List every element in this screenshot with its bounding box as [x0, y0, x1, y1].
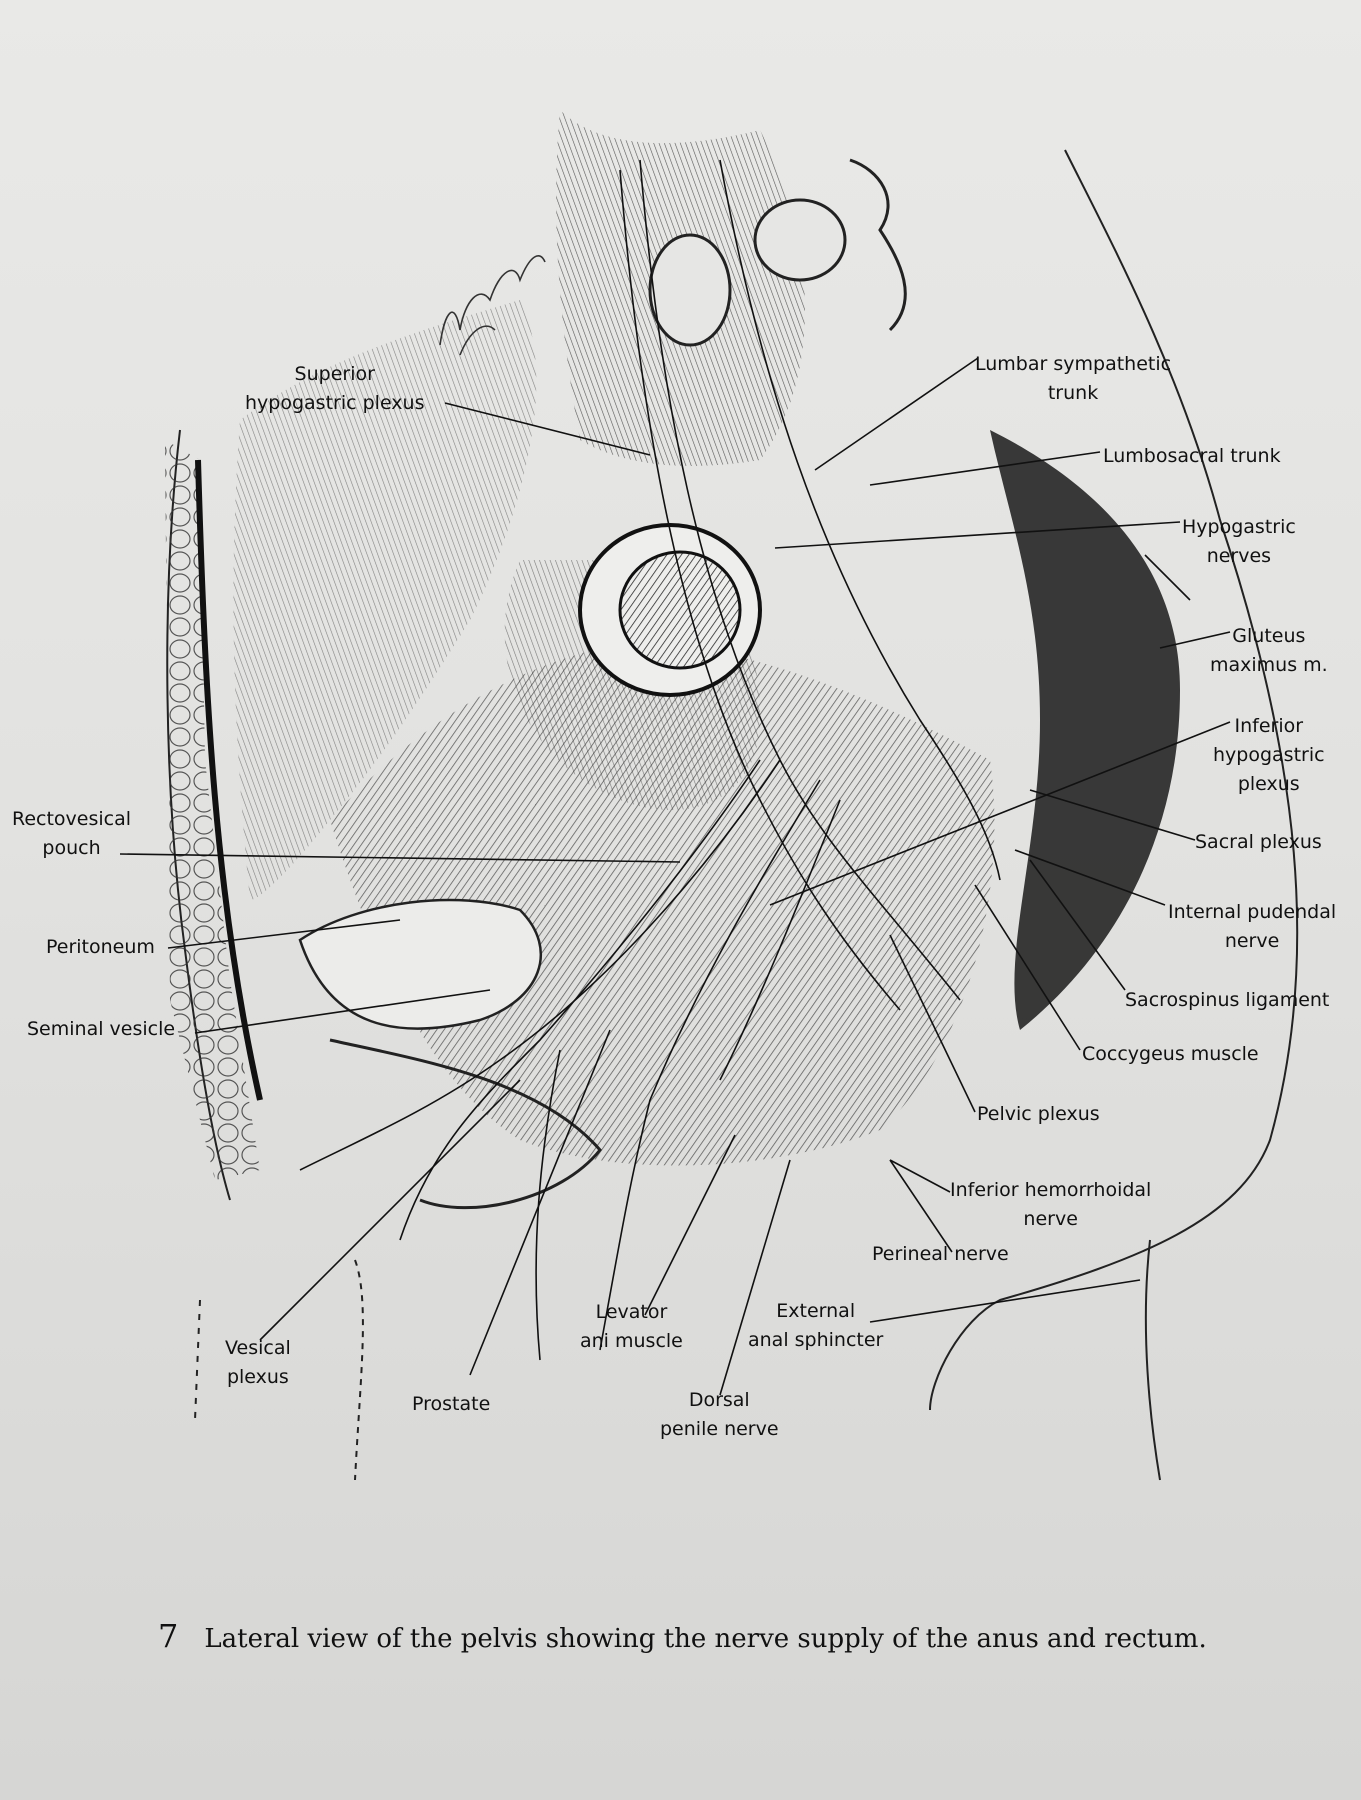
bladder-area	[298, 898, 602, 1210]
label-hypogastric-nerves: Hypogastric nerves	[1182, 516, 1296, 567]
pelvic-wall	[233, 300, 1180, 1166]
label-prostate: Prostate	[412, 1393, 491, 1415]
label-inferior-hypogastric-plexus: Inferior hypogastric plexus	[1213, 715, 1325, 795]
label-inferior-hemorrhoidal-nerve: Inferior hemorrhoidal nerve	[950, 1179, 1152, 1230]
body-outline-right	[194, 149, 1299, 1481]
leader-lines	[119, 357, 1231, 1396]
spine-vessels	[556, 110, 907, 466]
label-sacrospinus-ligament: Sacrospinus ligament	[1125, 989, 1330, 1011]
label-lumbar-sympathetic-trunk: Lumbar sympathetic trunk	[975, 353, 1172, 404]
label-lumbosacral-trunk: Lumbosacral trunk	[1103, 445, 1281, 467]
artist-signature	[439, 255, 546, 356]
label-superior-hypogastric-plexus: Superior hypogastric plexus	[245, 363, 425, 414]
label-internal-pudendal-nerve: Internal pudendal nerve	[1168, 901, 1337, 952]
label-rectovesical-pouch: Rectovesical pouch	[12, 808, 132, 859]
label-external-anal-sphincter: External anal sphincter	[748, 1300, 884, 1351]
label-coccygeus-muscle: Coccygeus muscle	[1082, 1043, 1259, 1065]
figure-number: 7	[158, 1617, 179, 1655]
label-seminal-vesicle: Seminal vesicle	[27, 1018, 176, 1040]
figure-caption: 7 Lateral view of the pelvis showing the …	[158, 1617, 1207, 1655]
skin-fat-layer	[165, 429, 263, 1201]
label-perineal-nerve: Perineal nerve	[872, 1243, 1009, 1265]
label-vesical-plexus: Vesical plexus	[225, 1337, 291, 1388]
label-sacral-plexus: Sacral plexus	[1195, 831, 1322, 853]
label-pelvic-plexus: Pelvic plexus	[977, 1103, 1100, 1125]
rectum	[504, 523, 762, 811]
label-dorsal-penile-nerve: Dorsal penile nerve	[660, 1389, 779, 1440]
label-levator-ani-muscle: Levator ani muscle	[580, 1301, 683, 1352]
label-peritoneum: Peritoneum	[46, 936, 155, 958]
caption-text: Lateral view of the pelvis showing the n…	[204, 1624, 1207, 1654]
label-gluteus-maximus: Gluteus maximus m.	[1210, 625, 1328, 676]
nerve-network	[299, 159, 1001, 1361]
